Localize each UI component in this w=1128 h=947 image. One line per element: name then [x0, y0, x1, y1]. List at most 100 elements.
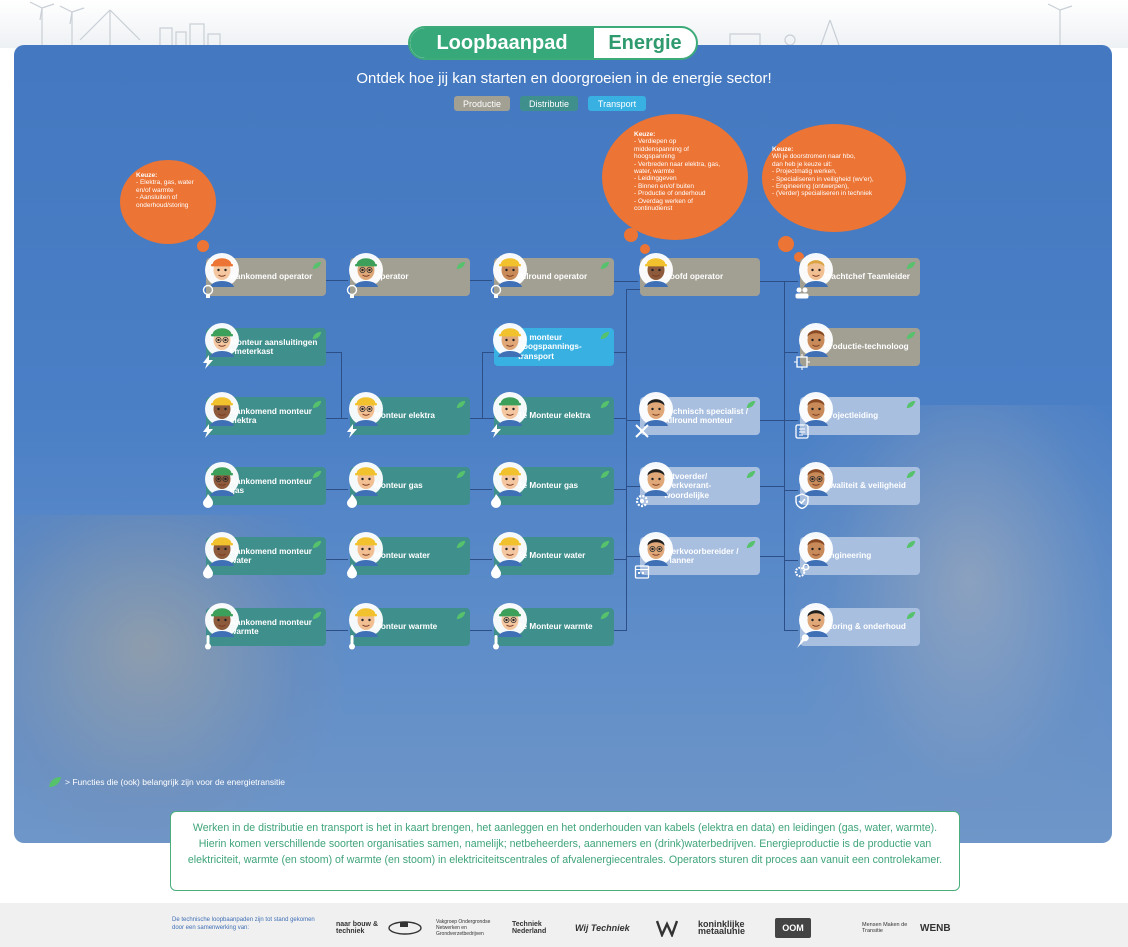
- connector: [784, 281, 785, 631]
- connector: [482, 352, 496, 353]
- legend-transport[interactable]: Transport: [588, 96, 646, 111]
- bubble-1-dot-small: [188, 232, 195, 239]
- connector: [482, 418, 496, 419]
- leaf-icon: [746, 470, 756, 479]
- bolt-icon: [347, 424, 357, 438]
- connector: [626, 486, 640, 487]
- thermo-icon: [205, 635, 211, 650]
- flame-icon: [203, 494, 213, 508]
- worker-avatar: [349, 253, 383, 287]
- leaf-icon: [312, 540, 322, 549]
- connector: [470, 418, 482, 419]
- career-card-label: Monteur aansluitingen / meterkast: [230, 337, 318, 356]
- bolt-icon: [203, 355, 213, 369]
- partner-bar: [0, 903, 1128, 947]
- thermo-icon: [493, 635, 499, 650]
- leaf-icon: [456, 400, 466, 409]
- footnote: > Functies die (ook) belangrijk zijn voo…: [48, 776, 285, 788]
- logo-wenb[interactable]: WENB: [920, 918, 972, 938]
- connector: [470, 280, 492, 281]
- connector: [470, 489, 492, 490]
- logo-vakgroep[interactable]: Vakgroep Ondergrondse Netwerken en Grond…: [436, 918, 508, 938]
- group-icon: [795, 287, 809, 299]
- connector: [626, 289, 640, 290]
- connector: [784, 630, 798, 631]
- legend-distributie[interactable]: Distributie: [520, 96, 578, 111]
- career-card-label: 1e Monteur elektra: [518, 411, 591, 421]
- leaf-icon: [456, 611, 466, 620]
- career-card-label: Monteur warmte: [374, 622, 438, 632]
- worker-avatar: [493, 462, 527, 496]
- worker-avatar: [799, 323, 833, 357]
- connector: [326, 352, 342, 353]
- leaf-icon: [600, 540, 610, 549]
- leaf-icon: [49, 777, 61, 787]
- worker-avatar: [799, 462, 833, 496]
- connector: [482, 352, 483, 419]
- logo-bouw-techniek-text: naar bouw & techniek: [336, 921, 379, 935]
- worker-avatar: [205, 462, 239, 496]
- logo-oom[interactable]: OOM: [775, 918, 811, 938]
- worker-avatar: [205, 323, 239, 357]
- leaf-icon: [746, 540, 756, 549]
- leaf-icon: [600, 470, 610, 479]
- credit-text: De technische loopbaanpaden zijn tot sta…: [172, 917, 315, 931]
- calendar-icon: [634, 565, 650, 579]
- career-card-label: Productie-technoloog: [824, 342, 909, 352]
- bolt-icon: [203, 424, 213, 438]
- title-left: Loopbaanpad: [410, 28, 594, 58]
- connector: [326, 630, 348, 631]
- connector: [326, 418, 348, 419]
- logo-mensen-maken[interactable]: Mensen Maken de Transitie: [862, 918, 918, 938]
- connector: [614, 630, 626, 631]
- footnote-text: > Functies die (ook) belangrijk zijn voo…: [65, 777, 285, 787]
- bubble-3-dot: [778, 236, 794, 252]
- logo-oom-text: OOM: [782, 922, 804, 933]
- worker-avatar: [639, 462, 673, 496]
- bubble-2-body: - Verdiepen op middenspanning of hoogspa…: [634, 138, 720, 213]
- connector: [760, 420, 784, 421]
- logo-vakgroep-text: Vakgroep Ondergrondse Netwerken en Grond…: [436, 919, 491, 937]
- career-card-label: Monteur elektra: [374, 411, 435, 421]
- leaf-icon: [906, 470, 916, 479]
- bubble-3-head: Keuze:: [772, 146, 794, 153]
- bolt-icon: [491, 424, 501, 438]
- career-card-label: Uitvoerder/ Werkverant-woordelijke: [664, 472, 712, 500]
- logo-bouw-techniek[interactable]: naar bouw & techniek: [336, 918, 382, 938]
- career-card-label: Allround operator: [518, 272, 588, 282]
- leaf-icon: [312, 400, 322, 409]
- logo-metaalunie[interactable]: koninklijke metaalunie: [698, 918, 766, 938]
- logo-wij-techniek[interactable]: Wij Techniek: [575, 918, 645, 938]
- bubble-2-dot-small: [640, 244, 650, 254]
- logo-metaalunie-text: koninklijke metaalunie: [698, 919, 746, 936]
- subtitle: Ontdek hoe jij kan starten en doorgroeie…: [356, 70, 772, 87]
- choice-bubble-2: Keuze:- Verdiepen op middenspanning of h…: [602, 114, 748, 240]
- connector: [614, 352, 626, 353]
- career-card-label: 1e monteur hoogspannings-transport: [518, 333, 582, 361]
- career-card-label: Hoofd operator: [664, 272, 724, 282]
- description-text: Werken in de distributie en transport is…: [187, 822, 943, 866]
- wrench-icon: [797, 634, 809, 648]
- connector: [326, 489, 348, 490]
- logo-mensen-maken-text: Mensen Maken de Transitie: [862, 922, 908, 934]
- thermo-icon: [349, 635, 355, 650]
- bulb-icon: [490, 284, 502, 298]
- worker-avatar: [799, 253, 833, 287]
- leaf-icon: [600, 611, 610, 620]
- career-card-label: Werkvoorbereider / Planner: [664, 546, 739, 565]
- career-card-label: Storing & onderhoud: [824, 622, 906, 632]
- career-card-label: Aankomend monteur gas: [230, 476, 312, 495]
- career-card[interactable]: Allround operator: [494, 258, 614, 296]
- logo-w[interactable]: [656, 918, 680, 938]
- logo-techniek-nederland[interactable]: Techniek Nederland: [512, 918, 562, 938]
- career-card-label: Projectleiding: [824, 411, 879, 421]
- connector: [784, 490, 798, 491]
- drop-icon: [203, 564, 213, 579]
- leaf-icon: [906, 261, 916, 270]
- logo-partner-2[interactable]: [386, 918, 428, 938]
- bulb-icon: [202, 284, 214, 298]
- legend-productie[interactable]: Productie: [454, 96, 510, 111]
- drop-icon: [347, 564, 357, 579]
- skyline-illustration: [29, 1, 1073, 49]
